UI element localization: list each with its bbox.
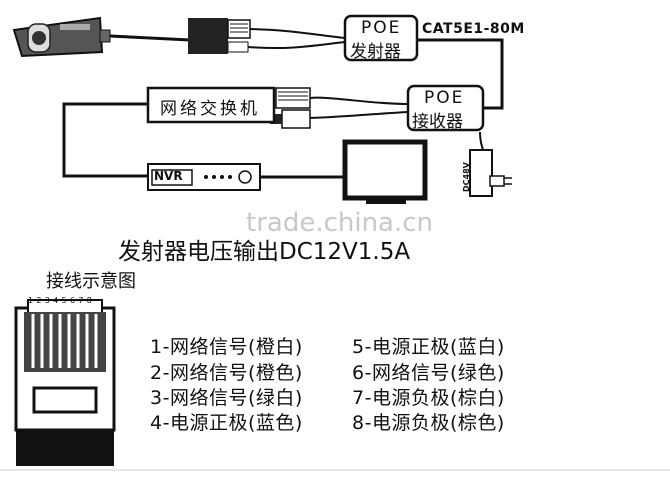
rj45-connector-icon [188,18,251,54]
cat5-cable-line [417,38,504,110]
pin-legend-2: 2-网络信号(橙色) [150,362,303,384]
watermark: trade.china.cn [246,208,434,238]
monitor-icon [342,139,428,204]
poe-receiver-line2: 接收器 [412,112,463,132]
pin-numbers: 12345678 [28,296,96,305]
cable-spec-label: CAT5E1-80M [422,21,525,37]
poe-receiver-box [406,84,485,132]
pin-legend-5: 5-电源正极(蓝白) [352,336,505,358]
poe-transmitter-box [343,14,419,62]
rj45-plug-icon [14,299,116,466]
output-caption: 发射器电压输出DC12V1.5A [118,239,411,265]
poe-receiver-line1: POE [424,88,465,108]
adapter-label: DC48V [462,162,471,192]
cable-line [62,102,148,178]
pin-legend-7: 7-电源负极(棕白) [352,387,505,409]
poe-transmitter-line1: POE [361,18,402,38]
power-adapter-icon [469,149,512,197]
nvr-label: NVR [154,169,183,183]
rj45-connector-icon [270,87,311,129]
pin-legend-1: 1-网络信号(橙白) [150,336,303,358]
pin-legend-8: 8-电源负极(棕色) [352,412,505,434]
wiring-title: 接线示意图 [46,271,136,292]
pin-legend-6: 6-网络信号(绿色) [352,362,505,384]
cable-line [109,34,191,42]
pin-legend-3: 3-网络信号(绿白) [150,387,303,409]
cable-line [307,96,409,119]
camera-icon [12,16,111,58]
cable-line [247,28,346,50]
switch-label: 网络交换机 [160,99,260,119]
poe-transmitter-line2: 发射器 [350,42,401,62]
pin-legend-4: 4-电源正极(蓝色) [150,412,303,434]
